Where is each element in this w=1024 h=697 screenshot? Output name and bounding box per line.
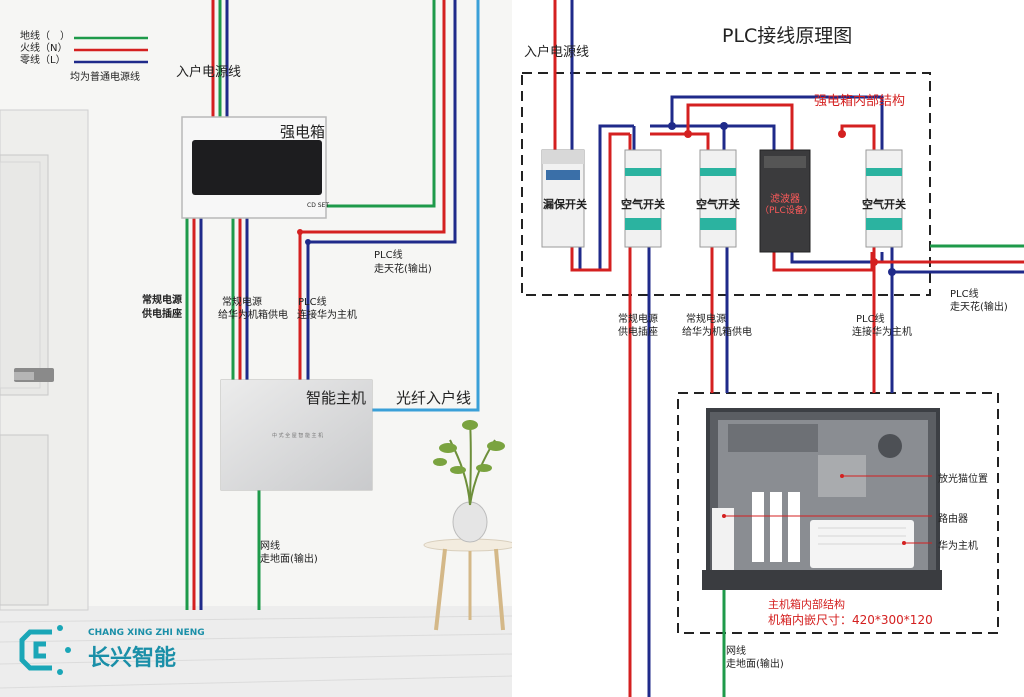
fiber-label: 光纤入户线 <box>396 389 472 407</box>
legend-live: 火线（N） <box>20 43 68 54</box>
router-label: 路由器 <box>938 514 968 525</box>
plc-host-line2: 连接华为主机 <box>297 310 357 321</box>
air2-label: 空气开关 <box>696 198 740 211</box>
socket-line1: 常规电源 <box>618 314 658 325</box>
net-out-line2: 走地面(输出) <box>726 659 784 670</box>
air1-label: 空气开关 <box>621 198 665 211</box>
diagram-title: PLC接线原理图 <box>722 25 853 47</box>
huawei-host-label: 华为主机 <box>938 541 978 552</box>
right-schematic-graphic <box>521 0 1024 697</box>
filter-label-2: （PLC设备） <box>760 206 813 216</box>
plc-out-line1: PLC线 <box>374 250 403 261</box>
socket-line2: 供电插座 <box>142 309 182 320</box>
huawei-power-line2: 给华为机箱供电 <box>682 327 752 338</box>
brand-logo-icon <box>19 625 71 675</box>
host-box-dashed-frame <box>677 392 999 634</box>
host-box-title: 主机箱内部结构 <box>768 598 845 611</box>
brand-chinese: 长兴智能 <box>88 646 177 671</box>
plc-host-line1: PLC线 <box>856 314 885 325</box>
side-table-with-plant <box>423 419 512 631</box>
smart-host-box <box>220 379 373 491</box>
power-in-label: 入户电源线 <box>176 65 242 80</box>
installation-photo-panel: 地线（ ） 火线（N） 零线（L） 均为普通电源线 入户电源线 强电箱 CD S… <box>0 0 512 697</box>
leakage-label: 漏保开关 <box>543 198 587 211</box>
filter-label-1: 滤波器 <box>770 194 800 205</box>
plc-filter-device <box>759 149 811 253</box>
socket-line2: 供电插座 <box>618 327 658 338</box>
router-device <box>788 492 800 562</box>
host-cabinet-photo <box>702 408 942 590</box>
legend-earth: 地线（ ） <box>20 31 70 42</box>
strong-box <box>181 116 327 219</box>
strong-box-tag: CD SET <box>307 202 329 209</box>
host-box-size: 机箱内嵌尺寸：420*300*120 <box>768 613 933 627</box>
plc-host-line1: PLC线 <box>298 297 327 308</box>
huawei-power-line2: 给华为机箱供电 <box>218 310 288 321</box>
air3-label: 空气开关 <box>862 198 906 211</box>
leakage-breaker <box>541 149 585 248</box>
host-label: 智能主机 <box>306 389 367 407</box>
plc-schematic-panel: PLC接线原理图 入户电源线 强电箱内部结构 漏保开关 空气开关 空气开关 滤波… <box>512 0 1024 697</box>
huawei-power-line1: 常规电源 <box>222 297 262 308</box>
brand-english: CHANG XING ZHI NENG <box>88 628 205 638</box>
plc-out-line1: PLC线 <box>950 289 979 300</box>
net-out-line1: 网线 <box>260 541 280 552</box>
strong-box-label: 强电箱 <box>280 123 326 141</box>
plc-host-line2: 连接华为主机 <box>852 327 912 338</box>
modem-label: 放光猫位置 <box>938 474 988 485</box>
modem-device <box>712 508 734 570</box>
legend-note: 均为普通电源线 <box>70 72 140 83</box>
socket-line1: 常规电源 <box>142 295 182 306</box>
plc-out-line2: 走天花(输出) <box>950 302 1008 313</box>
air-breaker-1 <box>624 149 662 248</box>
huawei-power-line1: 常规电源 <box>686 314 726 325</box>
power-in-label: 入户电源线 <box>524 45 590 60</box>
plc-out-line2: 走天花(输出) <box>374 264 432 275</box>
net-out-line1: 网线 <box>726 646 746 657</box>
host-inner-text: 中 式 全 屋 智 能 主 机 <box>272 433 324 439</box>
air-breaker-3 <box>865 149 903 248</box>
strong-box-title: 强电箱内部结构 <box>814 94 906 109</box>
left-wiring-graphic <box>0 0 512 689</box>
net-out-line2: 走地面(输出) <box>260 554 318 565</box>
legend-neutral: 零线（L） <box>20 55 66 66</box>
door <box>0 109 89 611</box>
air-breaker-2 <box>699 149 737 248</box>
